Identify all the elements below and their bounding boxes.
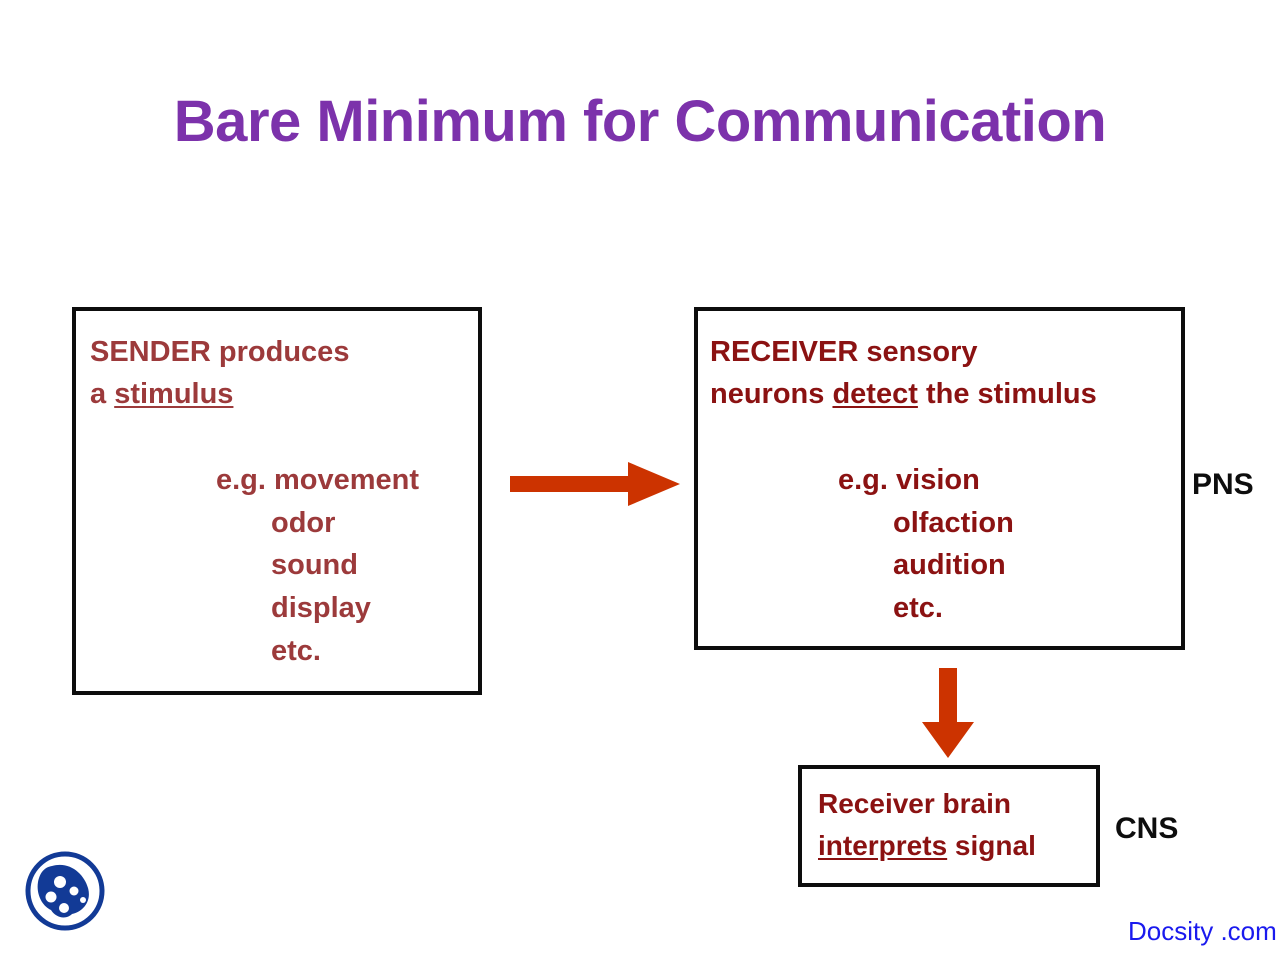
receiver-headline-emphasis: detect (832, 378, 918, 411)
list-item: olfaction (893, 506, 1014, 539)
brain-headline: Receiver brain interprets signal (818, 783, 1036, 867)
docsity-wordmark: Docsity .com (1128, 916, 1277, 946)
sender-headline-line2-prefix: a (90, 378, 115, 411)
list-item: display (271, 591, 371, 624)
list-item: odor (271, 506, 336, 539)
list-item: etc. (893, 591, 943, 624)
receiver-brain-box: Receiver brain interprets signal (798, 765, 1100, 887)
list-item: e.g. movement (216, 464, 420, 496)
list-item: etc. (271, 634, 321, 667)
brain-headline-line2-suffix: signal (947, 830, 1036, 861)
sender-headline-line1: SENDER produces (90, 336, 350, 368)
arrow-right-icon (510, 462, 680, 506)
sender-examples-list: e.g. movement odor sound display etc. (216, 459, 419, 672)
page-title: Bare Minimum for Communication (173, 89, 1107, 154)
brain-headline-line1: Receiver brain (818, 788, 1011, 819)
list-item: e.g. vision (838, 464, 980, 496)
sender-headline-emphasis: stimulus (114, 378, 234, 411)
pns-label: PNS (1192, 468, 1254, 501)
receiver-box: RECEIVER sensory neurons detect the stim… (694, 307, 1185, 650)
list-item: sound (271, 549, 358, 582)
brain-headline-emphasis: interprets (818, 830, 948, 861)
list-item: audition (893, 549, 1006, 582)
receiver-headline-line2-prefix: neurons (710, 378, 833, 411)
receiver-headline-line2-suffix: the stimulus (917, 378, 1097, 411)
sender-headline: SENDER produces a stimulus (90, 331, 349, 415)
cns-label: CNS (1115, 812, 1179, 845)
receiver-headline-line1: RECEIVER sensory (710, 336, 978, 368)
sender-box: SENDER produces a stimulus e.g. movement… (72, 307, 482, 695)
arrow-down-icon (922, 668, 974, 758)
receiver-examples-list: e.g. vision olfaction audition etc. (838, 459, 1014, 630)
docsity-logo-icon (22, 848, 108, 934)
receiver-headline: RECEIVER sensory neurons detect the stim… (710, 331, 1097, 415)
